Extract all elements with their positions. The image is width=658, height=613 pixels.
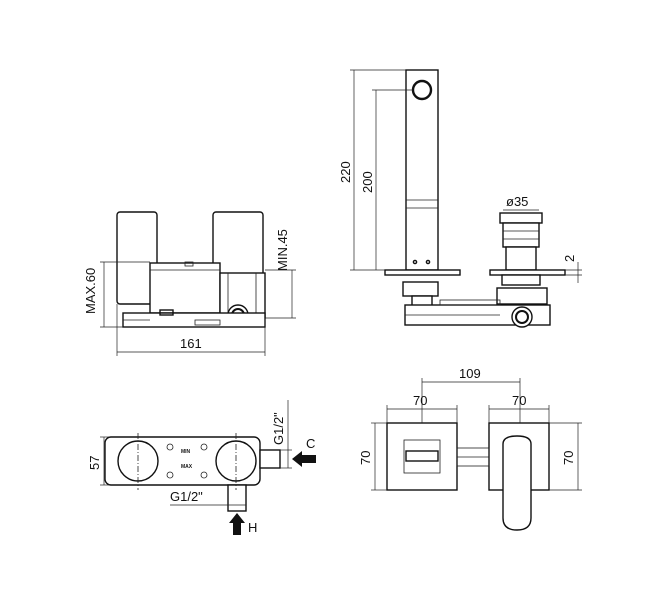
- marking-max: MAX: [181, 464, 193, 470]
- dim-min45: MIN.45: [275, 229, 290, 271]
- front-body: [149, 262, 221, 314]
- spout-plate: [384, 269, 461, 276]
- side-outlet-ring: [511, 306, 533, 328]
- cold-arrow-icon: [292, 451, 316, 467]
- top-bottom-port: [227, 484, 247, 512]
- top-side-port: [259, 449, 281, 469]
- top-view: MIN MAX 57 G1/2" G1/2" C H: [87, 400, 316, 535]
- dim-70-left-width: 70: [413, 393, 427, 408]
- dim-109: 109: [459, 366, 481, 381]
- dim-57: 57: [87, 456, 102, 470]
- dim-2: 2: [562, 255, 577, 262]
- plan-view: 109 70 70 70 70: [358, 366, 582, 531]
- dim-diameter-35: ø35: [506, 194, 528, 209]
- label-hot: H: [248, 520, 257, 535]
- front-view: MAX.60 MIN.45 161: [83, 211, 296, 356]
- dim-220: 220: [338, 161, 353, 183]
- side-view: 220 200 ø35 2: [338, 69, 582, 328]
- hot-arrow-icon: [229, 513, 245, 535]
- dim-161: 161: [180, 336, 202, 351]
- plan-left-inner: [403, 439, 441, 474]
- dim-70-left-height: 70: [358, 451, 373, 465]
- dim-200: 200: [360, 171, 375, 193]
- dim-max60: MAX.60: [83, 268, 98, 314]
- dim-70-right-height: 70: [561, 451, 576, 465]
- marking-min: MIN: [181, 449, 191, 455]
- front-left-handle: [116, 211, 158, 305]
- dim-thread-right: G1/2": [271, 412, 286, 445]
- label-cold: C: [306, 436, 315, 451]
- dim-70-right-width: 70: [512, 393, 526, 408]
- valve-cap: [499, 212, 543, 224]
- plan-lever-handle: [502, 435, 532, 531]
- valve-plate: [489, 269, 566, 276]
- dim-thread-bottom: G1/2": [170, 489, 203, 504]
- plan-spout-outlet: [405, 450, 439, 462]
